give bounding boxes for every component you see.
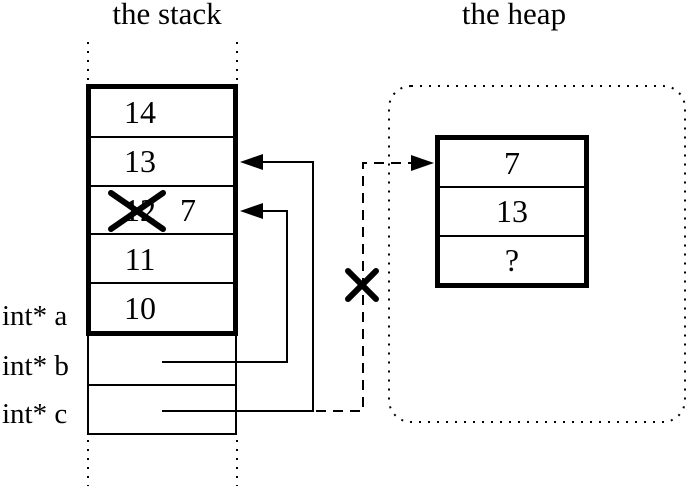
stack-row: 13 <box>91 138 233 187</box>
pointer-c-label: int* c <box>2 398 68 430</box>
stack-value: 11 <box>124 240 156 277</box>
heap-cell: ? <box>504 241 520 278</box>
stack-row: 11 <box>91 235 233 285</box>
stack-new-value: 7 <box>180 191 196 228</box>
pointer-a-label: int* a <box>2 300 68 332</box>
stack-value: 10 <box>124 289 156 326</box>
heap-arrowhead-icon <box>411 155 434 171</box>
pointer-b-slot <box>89 336 235 386</box>
stack-row-overwritten: 12 7 <box>91 187 233 236</box>
broken-pointer-x-icon <box>345 268 379 302</box>
pointer-c-slot <box>89 386 235 434</box>
heap-title: the heap <box>461 0 567 31</box>
pointer-variable-slots <box>87 336 237 435</box>
heap-cell: 7 <box>440 140 584 189</box>
pointer-b-label: int* b <box>2 350 69 382</box>
stack-old-value-crossed: 12 <box>124 191 156 228</box>
stack-row: 14 <box>91 89 233 138</box>
stack-title: the stack <box>112 0 222 31</box>
heap-block-box: 7 13 ? <box>435 135 589 288</box>
dangling-pointer-dashed-line <box>316 155 434 412</box>
stack-frame-box: 14 13 12 7 11 10 <box>86 84 238 336</box>
stack-value: 13 <box>124 143 156 180</box>
stack-row: 10 <box>91 284 233 331</box>
heap-cell: 13 <box>440 188 584 237</box>
stack-value: 14 <box>124 94 156 131</box>
pointer-c-arrowhead-icon <box>240 154 263 170</box>
pointer-b-arrowhead-icon <box>240 203 263 219</box>
